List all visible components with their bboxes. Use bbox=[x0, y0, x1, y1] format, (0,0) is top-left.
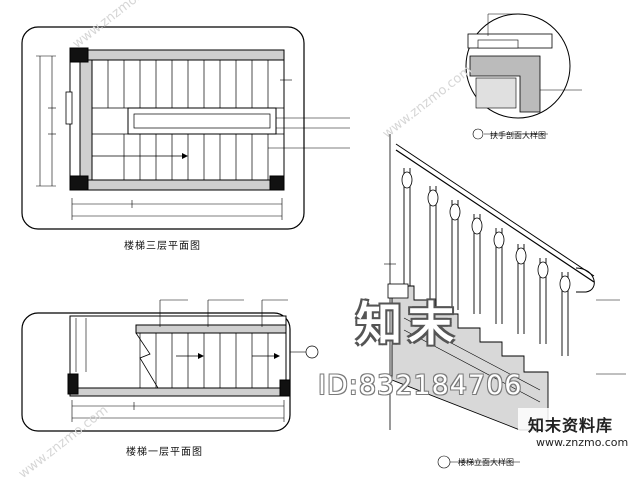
stair-elevation-title: 楼梯立面大样图 bbox=[458, 458, 514, 467]
window-opening bbox=[65, 91, 73, 125]
handrail-section-detail bbox=[465, 13, 582, 140]
handrail-section-title: 扶手剖面大样图 bbox=[490, 131, 546, 140]
break-line bbox=[135, 332, 159, 389]
elevation-callout-marker bbox=[437, 455, 451, 469]
first-floor-treads bbox=[139, 333, 269, 388]
stair-elevation-detail bbox=[384, 134, 626, 469]
third-floor-plan-title: 楼梯三层平面图 bbox=[124, 241, 201, 252]
first-floor-note-leaders bbox=[159, 299, 288, 327]
bottom-dimension-chain bbox=[71, 198, 283, 220]
plan-frame-bottom bbox=[21, 312, 291, 432]
corner-column bbox=[69, 47, 89, 63]
corner-column bbox=[279, 379, 291, 397]
third-floor-stair-plan bbox=[21, 26, 350, 230]
note-leaders bbox=[268, 79, 350, 149]
handrail bbox=[395, 149, 595, 283]
first-floor-plan-title: 楼梯一层平面图 bbox=[126, 447, 203, 458]
watermark-logo: 知末 bbox=[356, 297, 460, 351]
watermark-brand-name: 知末资料库 bbox=[528, 416, 614, 435]
watermark-id: ID:832184706 bbox=[318, 370, 523, 401]
watermark-brand-url: www.znzmo.com bbox=[536, 436, 629, 449]
baluster-knobs bbox=[401, 171, 571, 293]
corner-column bbox=[67, 373, 79, 395]
detail-callout-marker bbox=[472, 128, 484, 140]
newel-post bbox=[387, 283, 409, 299]
first-floor-stair-plan bbox=[21, 299, 319, 432]
brand-badge-frame bbox=[518, 408, 636, 458]
corner-column bbox=[269, 175, 285, 191]
left-dimension-chain bbox=[36, 55, 56, 187]
corner-column bbox=[69, 175, 89, 191]
first-floor-dimensions bbox=[71, 400, 285, 422]
section-mark bbox=[305, 345, 319, 359]
